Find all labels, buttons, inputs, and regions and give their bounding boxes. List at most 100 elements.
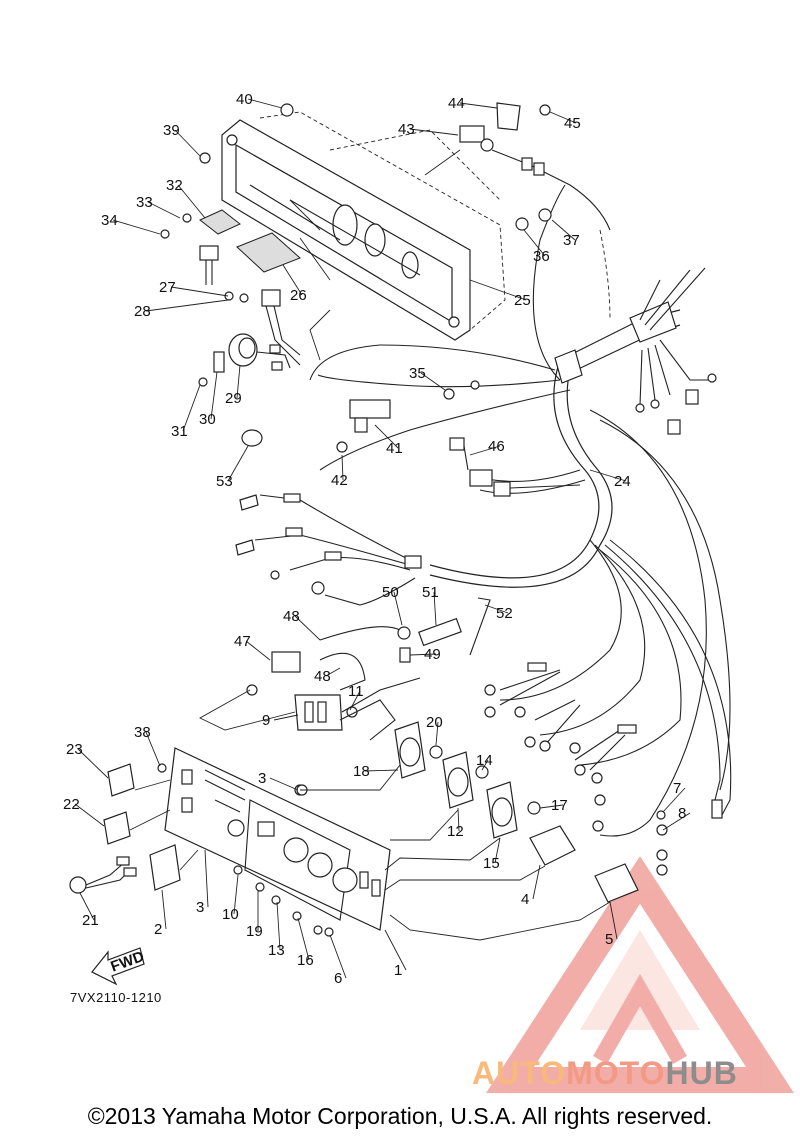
callout-label: 50	[382, 584, 399, 601]
callout-label: 9	[262, 712, 270, 729]
label-plate-26	[236, 232, 301, 273]
watermark-logo	[486, 856, 794, 1093]
collar-51	[418, 617, 462, 647]
switch-panel-1	[164, 747, 391, 931]
watermark-text: AUTOMOTOHUB	[472, 1055, 738, 1091]
callout-label: 2	[154, 921, 162, 938]
callout-label: 31	[171, 423, 188, 440]
callout-leader	[484, 604, 509, 614]
knob-21	[69, 876, 87, 894]
callout-label: 53	[216, 473, 233, 490]
callout-leader	[341, 454, 344, 481]
callout-leader	[145, 299, 229, 312]
callout-label: 13	[268, 942, 285, 959]
callout-leader	[662, 812, 691, 831]
callout-leader	[112, 219, 161, 235]
callout-leader	[469, 279, 527, 301]
connector-26-plug	[261, 289, 281, 307]
callout-label: 24	[614, 473, 631, 490]
receptacle-15	[486, 781, 518, 839]
callout-leader	[374, 424, 399, 449]
assembly-lines	[129, 149, 611, 941]
left-leads	[235, 493, 422, 606]
callout-leader	[409, 128, 459, 136]
callout-leader	[329, 934, 347, 979]
receptacle-18	[394, 721, 426, 779]
callout-label: 10	[222, 906, 239, 923]
callout-leader	[589, 469, 627, 482]
callout-leader	[435, 721, 439, 746]
callout-label: 29	[225, 390, 242, 407]
screws	[157, 103, 668, 937]
callout-label: 1	[394, 962, 402, 979]
nut-20	[429, 745, 443, 759]
callout-leader	[364, 769, 399, 772]
callout-label: 30	[199, 411, 216, 428]
callout-label: 34	[101, 212, 118, 229]
nut-17	[527, 801, 541, 815]
callout-label: 32	[166, 177, 183, 194]
callout-label: 16	[297, 952, 314, 969]
callout-leader	[79, 892, 95, 921]
connector-small	[199, 245, 219, 261]
callout-label: 12	[447, 823, 464, 840]
callout-label: 38	[134, 724, 151, 741]
callout-leader	[609, 901, 618, 940]
callout-label: 33	[136, 194, 153, 211]
callout-leader	[420, 372, 446, 391]
callout-leader	[523, 229, 546, 257]
callout-leader	[276, 901, 281, 951]
callout-leader	[494, 837, 501, 864]
meter-housing	[221, 111, 506, 341]
receptacle-12	[442, 751, 474, 809]
callout-label: 42	[331, 472, 348, 489]
callout-leader	[457, 807, 460, 832]
callout-leader	[182, 384, 201, 432]
callout-label: 3	[196, 899, 204, 916]
callout-label: 35	[409, 365, 426, 382]
callout-label: 39	[163, 122, 180, 139]
callout-label: 51	[422, 584, 439, 601]
callout-leader	[297, 917, 310, 961]
switch-43	[459, 125, 485, 143]
drawing-code: 7VX2110-1210	[70, 990, 162, 1005]
callout-leader	[174, 129, 201, 157]
callout-label: 49	[424, 646, 441, 663]
callout-label: 7	[673, 780, 681, 797]
callout-leader	[74, 803, 105, 827]
nut-14	[475, 765, 489, 779]
callout-label: 18	[353, 763, 370, 780]
fuse-lead-48	[319, 626, 401, 691]
callout-label: 5	[605, 931, 613, 948]
callout-leader	[233, 874, 239, 915]
callout-label: 14	[476, 752, 493, 769]
callout-label: 36	[533, 248, 550, 265]
callout-label: 27	[159, 279, 176, 296]
callout-leader	[227, 445, 249, 482]
callout-label: 44	[448, 95, 465, 112]
callout-leader	[469, 445, 501, 456]
callout-leader	[433, 591, 437, 626]
callout-leader	[349, 690, 361, 711]
callout-leader	[539, 804, 564, 809]
callout-label: 41	[386, 440, 403, 457]
callout-label: 28	[134, 303, 151, 320]
callout-leader	[294, 615, 321, 641]
callout-leader	[325, 667, 341, 677]
callout-leader	[247, 98, 283, 109]
relay-4	[529, 825, 576, 866]
callout-label: 3	[258, 770, 266, 787]
fwd-arrow: FWD	[91, 947, 147, 986]
main-harness-24	[309, 184, 732, 837]
buzzer-29	[228, 333, 291, 369]
callout-leader	[245, 640, 271, 661]
clamp-53	[241, 429, 263, 447]
fwd-label: FWD	[108, 948, 146, 976]
callout-label: 47	[234, 633, 251, 650]
callout-leader	[532, 864, 541, 900]
connector-46	[449, 437, 465, 451]
bracket-30	[213, 351, 225, 373]
callout-label: 20	[426, 714, 443, 731]
